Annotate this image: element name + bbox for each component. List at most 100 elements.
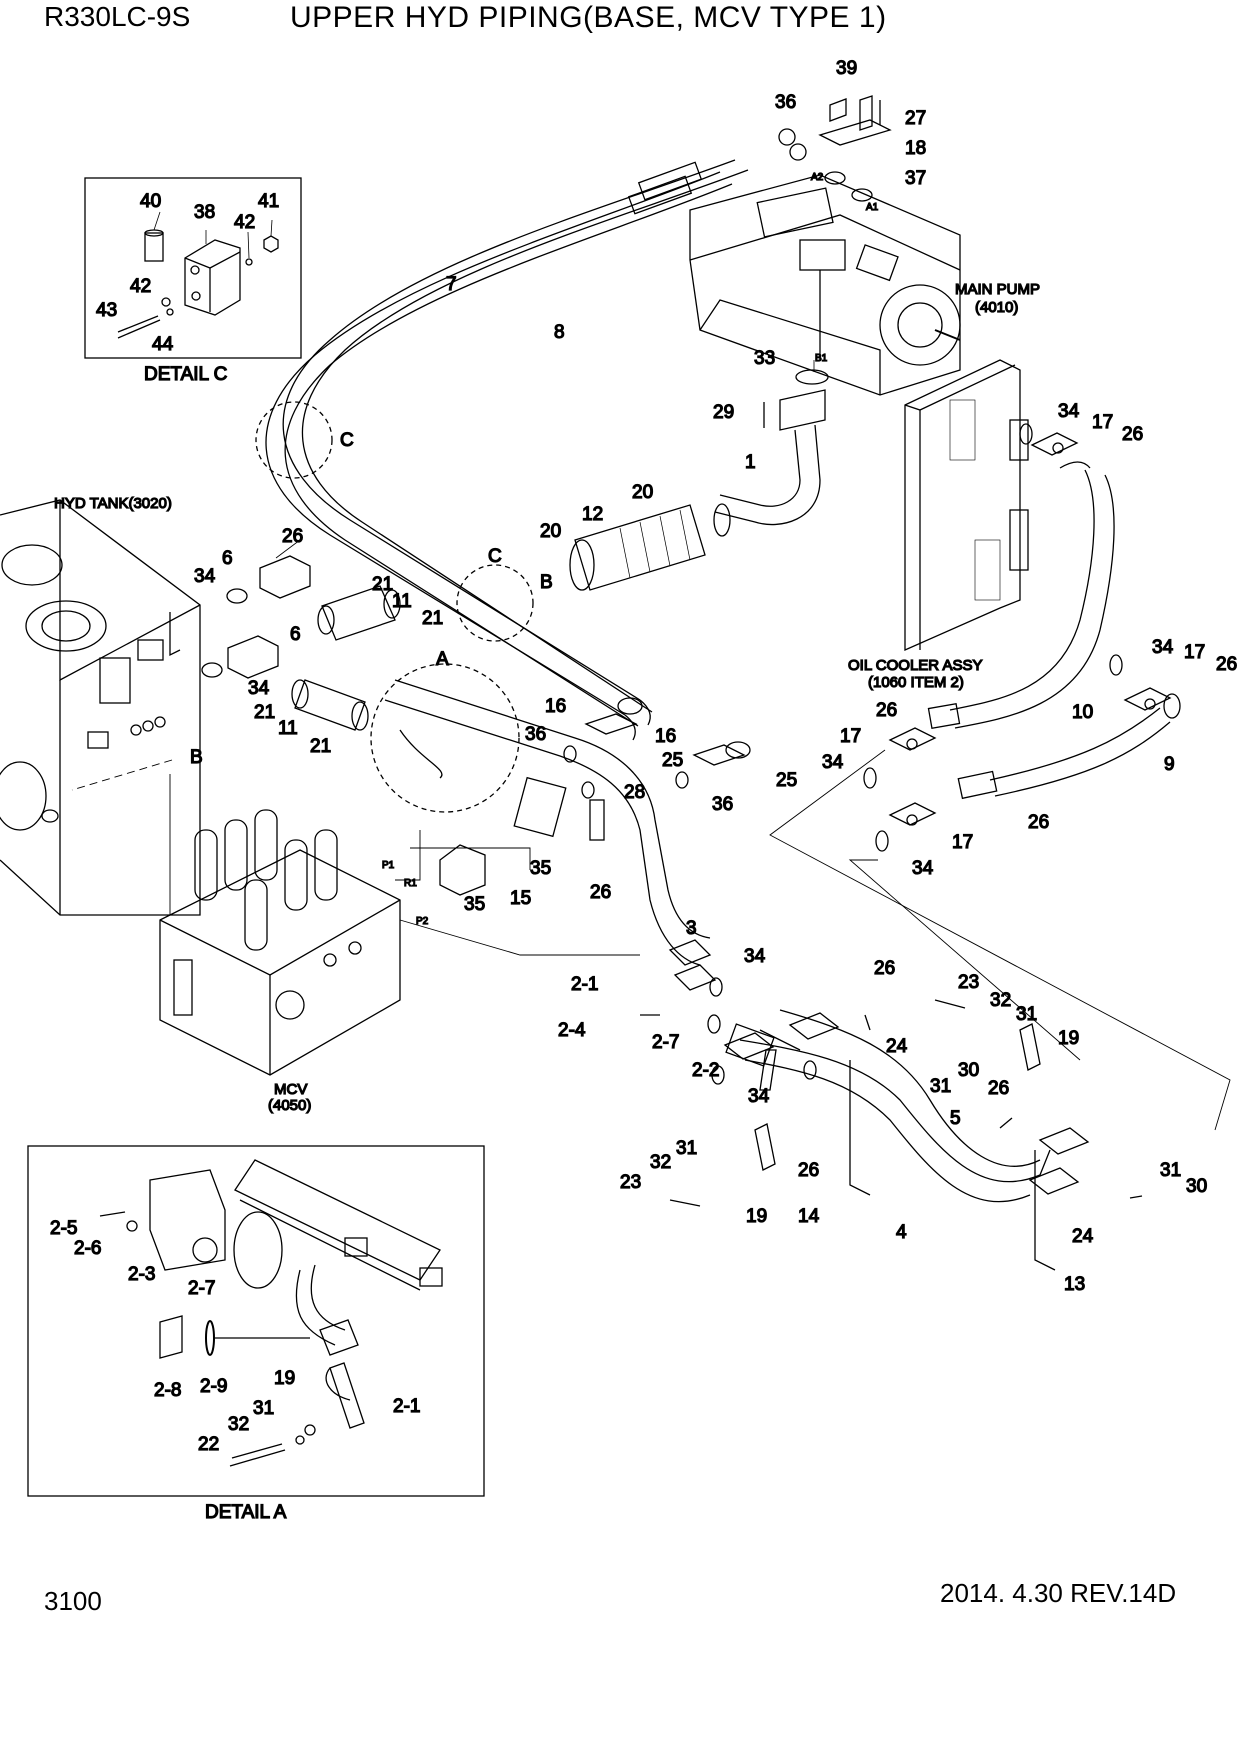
- callout-26-pipe: 26: [874, 958, 895, 979]
- detail-a-label: DETAIL A: [205, 1502, 287, 1523]
- callout-26-tank: 26: [282, 526, 303, 547]
- callout-32-left: 32: [650, 1152, 671, 1173]
- detail-a-callout-22: 22: [198, 1434, 219, 1455]
- callout-26-low: 26: [1028, 812, 1049, 833]
- callout-30-right: 30: [1186, 1176, 1207, 1197]
- hose-10: [927, 461, 1115, 730]
- detail-a-callout-2-8: 2-8: [154, 1380, 181, 1401]
- callout-31-left: 31: [676, 1138, 697, 1159]
- callout-17-mid: 17: [840, 726, 861, 747]
- callout-28: 28: [624, 782, 645, 803]
- detail-a-callout-2-3: 2-3: [128, 1264, 155, 1285]
- detail-a-callout-2-6: 2-6: [74, 1238, 101, 1259]
- detail-a-callout-31: 31: [253, 1398, 274, 1419]
- callout-34-pipe-b: 34: [748, 1086, 770, 1107]
- callout-27: 27: [905, 108, 926, 129]
- callout-34-tank-mid: 34: [248, 678, 270, 699]
- callout-36-low: 36: [712, 794, 733, 815]
- callout-2-2: 2-2: [692, 1060, 719, 1081]
- callout-40: 40: [140, 191, 161, 212]
- callout-21-d: 21: [310, 736, 331, 757]
- callout-29: 29: [713, 402, 734, 423]
- callout-41: 41: [258, 191, 279, 212]
- callout-4: 4: [896, 1222, 907, 1243]
- callout-34-tank-top: 34: [194, 566, 216, 587]
- callout-36-mid: 36: [525, 724, 546, 745]
- page-title: UPPER HYD PIPING(BASE, MCV TYPE 1): [290, 1, 887, 34]
- callout-38: 38: [194, 202, 215, 223]
- callout-1: 1: [745, 452, 756, 473]
- callout-34-mid: 34: [822, 752, 844, 773]
- port-p1: P1: [382, 860, 395, 871]
- callout-26-bracket: 26: [798, 1160, 819, 1181]
- oil-cooler-label: OIL COOLER ASSY: [848, 657, 983, 674]
- return-pipe-group: [384, 679, 717, 991]
- flange-17-parts: [863, 423, 1172, 852]
- detail-a-box: [27, 1145, 485, 1497]
- callout-31-top: 31: [1016, 1004, 1037, 1025]
- callout-20-left: 20: [540, 521, 561, 542]
- callout-33: 33: [754, 348, 775, 369]
- callout-11-top: 11: [392, 591, 412, 612]
- callout-16-left: 16: [545, 696, 566, 717]
- callout-26-mcv: 26: [590, 882, 611, 903]
- callout-19-low: 19: [746, 1206, 767, 1227]
- callout-24-top: 24: [886, 1036, 908, 1057]
- callout-26-right: 26: [1216, 654, 1237, 675]
- callout-14: 14: [798, 1206, 820, 1227]
- delivery-pipes: [723, 1009, 1090, 1271]
- callout-2-4: 2-4: [558, 1020, 586, 1041]
- callout-16-right: 16: [655, 726, 676, 747]
- callout-32-top: 32: [990, 990, 1011, 1011]
- callout-44: 44: [152, 334, 174, 355]
- callout-23-top: 23: [958, 972, 979, 993]
- oil-cooler-drawing: [904, 359, 1029, 651]
- hyd-tank-label: HYD TANK(3020): [54, 495, 172, 512]
- callout-5: 5: [950, 1108, 961, 1129]
- detail-c-circle-lower: [456, 564, 534, 642]
- revision-date: 2014. 4.30 REV.14D: [940, 1578, 1177, 1608]
- callout-25-right: 25: [776, 770, 797, 791]
- detail-a-callout-2-9: 2-9: [200, 1376, 227, 1397]
- port-p2: P2: [416, 916, 429, 927]
- callout-8: 8: [554, 322, 565, 343]
- callout-30-top: 30: [958, 1060, 979, 1081]
- callout-31-mid: 31: [930, 1076, 951, 1097]
- callout-42-top: 42: [234, 212, 255, 233]
- hose-9: [957, 693, 1181, 800]
- detail-c-label: DETAIL C: [144, 364, 227, 385]
- callout-26-right-pipe: 26: [988, 1078, 1009, 1099]
- hose-12: [569, 504, 706, 591]
- callout-2-7: 2-7: [652, 1032, 679, 1053]
- callout-31-right: 31: [1160, 1160, 1181, 1181]
- callout-17-low: 17: [952, 832, 973, 853]
- callout-21-c: 21: [254, 702, 275, 723]
- oil-cooler-code: (1060 ITEM 2): [868, 674, 964, 691]
- main-pump-label: MAIN PUMP: [955, 281, 1040, 298]
- detail-a-callout-2-7: 2-7: [188, 1278, 215, 1299]
- callout-7: 7: [446, 274, 457, 295]
- hyd-tank-drawing: [0, 499, 201, 916]
- detail-c-circle-upper: [255, 401, 333, 479]
- callout-c-lower: C: [488, 546, 502, 567]
- callout-34-right: 34: [1152, 637, 1174, 658]
- suction-pipe-1: [713, 389, 826, 537]
- callout-43: 43: [96, 300, 117, 321]
- tank-ports-group: [201, 539, 401, 731]
- main-pump-code: (4010): [975, 299, 1018, 316]
- flange-16-parts: [563, 697, 751, 799]
- callout-13: 13: [1064, 1274, 1085, 1295]
- callout-11-mid: 11: [278, 718, 298, 739]
- callout-19-top: 19: [1058, 1028, 1079, 1049]
- callout-34-pipe-a: 34: [744, 946, 766, 967]
- detail-c-box: [84, 177, 302, 359]
- callout-35-a: 35: [530, 858, 551, 879]
- port-b1: B1: [815, 353, 828, 364]
- callout-21-a: 21: [372, 574, 393, 595]
- callout-25-left: 25: [662, 750, 683, 771]
- detail-a-callout-2-5: 2-5: [50, 1218, 77, 1239]
- port-r1: R1: [404, 878, 417, 889]
- hose-7-8: [265, 159, 749, 741]
- callout-26-top: 26: [1122, 424, 1143, 445]
- mcv-drawing: [159, 809, 640, 1076]
